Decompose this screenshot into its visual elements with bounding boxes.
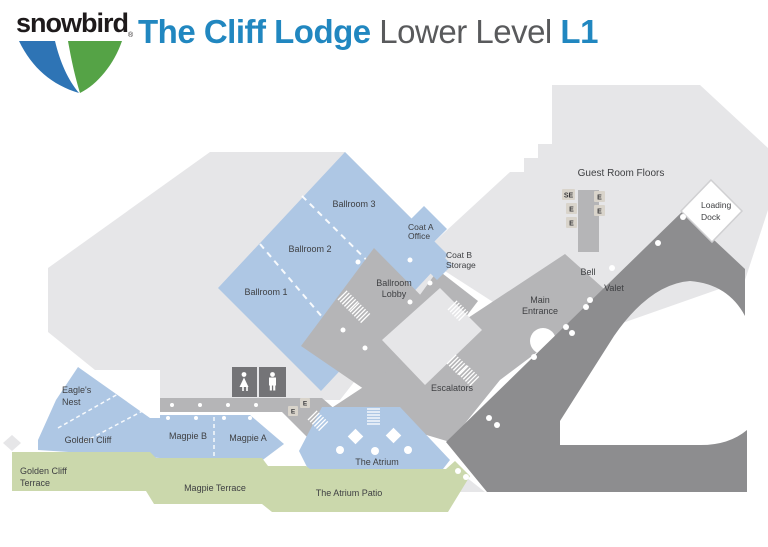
label-ballroom-lobby: Lobby (382, 289, 407, 299)
corridor-main-entrance (333, 254, 612, 442)
region-coat-b-storage (422, 250, 452, 280)
label-coat-a: Coat A (408, 222, 434, 232)
elevator-badge-e: E (569, 221, 574, 228)
label-eagles-nest: Eagle's (62, 385, 92, 395)
brand-wordmark: snowbird (16, 8, 129, 38)
label-golden-cliff-terrace: Golden Cliff (20, 466, 67, 476)
elevator-badge-e: E (291, 409, 296, 416)
driveway (446, 208, 747, 492)
elevator-badge-e: E (597, 209, 602, 216)
title-code: L1 (560, 13, 598, 50)
label-golden-cliff-terrace: Terrace (20, 478, 50, 488)
room-divider (83, 405, 153, 443)
region-loading-dock (679, 178, 744, 244)
elevator-column (578, 190, 599, 252)
label-loading-dock: Dock (701, 212, 721, 222)
region-ballrooms (218, 152, 448, 391)
region-magpie-rooms (160, 415, 284, 462)
elevator-badge-e: E (303, 401, 308, 408)
label-coat-b: Storage (446, 260, 476, 270)
page-title: The Cliff Lodge Lower Level L1 (138, 13, 598, 51)
label-ballroom-1: Ballroom 1 (244, 287, 287, 297)
label-magpie-b: Magpie B (169, 431, 207, 441)
label-coat-b: Coat B (446, 250, 472, 260)
label-magpie-terrace: Magpie Terrace (184, 483, 246, 493)
label-main-entrance: Entrance (522, 306, 558, 316)
brand-registered-mark: ® (128, 32, 134, 39)
snowbird-logo-icon (19, 41, 122, 93)
elevator-badges: SE E E E E E E (288, 189, 605, 416)
label-ballroom-lobby: Ballroom (376, 278, 412, 288)
label-the-atrium-patio: The Atrium Patio (316, 488, 383, 498)
label-escalators: Escalators (431, 383, 474, 393)
man-icon (269, 372, 276, 391)
pillar-dots-driveway (455, 214, 686, 480)
label-valet: Valet (604, 283, 624, 293)
title-lodge: The Cliff Lodge (138, 13, 371, 50)
label-loading-dock: Loading (701, 200, 732, 210)
title-level: Lower Level (370, 13, 561, 50)
woman-icon (239, 372, 249, 391)
elevator-badge-e: E (597, 195, 602, 202)
label-ballroom-2: Ballroom 2 (288, 244, 331, 254)
label-bell: Bell (580, 267, 595, 277)
label-magpie-a: Magpie A (229, 433, 267, 443)
region-terraces (12, 452, 470, 512)
label-main-entrance: Main (530, 295, 550, 305)
lobby-light-island (382, 288, 482, 385)
elevator-badge-e: E (569, 207, 574, 214)
region-eagles-nest-golden-cliff (38, 367, 160, 458)
region-coat-a-office (401, 206, 447, 252)
elevator-badge-se: SE (564, 193, 574, 200)
corridor-magpie (160, 398, 352, 452)
pillar-dots-corridor (166, 257, 433, 420)
label-the-atrium: The Atrium (355, 457, 399, 467)
label-golden-cliff: Golden Cliff (65, 435, 112, 445)
room-divider (57, 393, 119, 429)
region-the-atrium (299, 407, 450, 469)
label-guest-room-floors: Guest Room Floors (578, 168, 665, 179)
label-eagles-nest: Nest (62, 397, 81, 407)
west-edge-diamond (3, 435, 21, 451)
label-coat-a: Office (408, 231, 430, 241)
label-ballroom-3: Ballroom 3 (332, 199, 375, 209)
ballroom-divider (259, 243, 353, 353)
